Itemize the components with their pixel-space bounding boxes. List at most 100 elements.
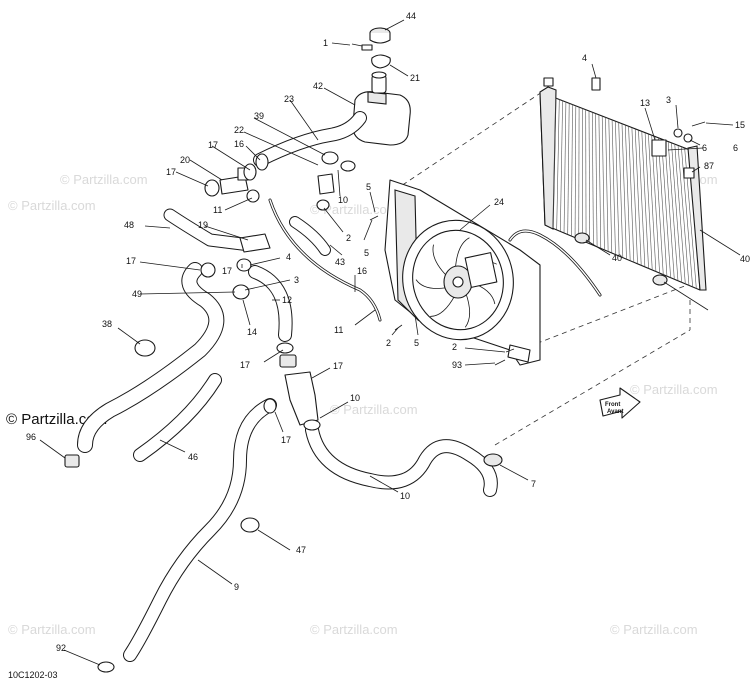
callout: 15 [735, 120, 745, 130]
callout: 49 [132, 289, 142, 299]
radiator-fin [595, 113, 598, 247]
radiator-fin [631, 127, 638, 264]
radiator-fin [598, 114, 602, 249]
callout: 3 [666, 95, 671, 105]
fan-shroud [384, 179, 541, 366]
front-label: Front [605, 402, 620, 408]
fittings [64, 43, 706, 673]
callout: 87 [704, 161, 714, 171]
radiator-fin [552, 97, 557, 229]
radiator-fin [563, 101, 567, 233]
radiator-fin [567, 103, 570, 235]
radiator-fin [628, 126, 635, 263]
callout: 2 [346, 233, 351, 243]
callout: 16 [357, 266, 367, 276]
callout: 40 [740, 254, 750, 264]
callout: 11 [213, 205, 222, 215]
diagram-code: 10C1202-03 [8, 670, 58, 680]
radiator-fin [588, 110, 591, 244]
callout: 3 [294, 275, 299, 285]
watermark: © Partzilla.com [330, 402, 418, 417]
radiator-fin [608, 118, 613, 253]
radiator-fin [681, 147, 693, 287]
expansion-tank [352, 27, 411, 146]
callout: 39 [254, 111, 264, 121]
radiator-fin [648, 134, 657, 272]
callout: 17 [281, 435, 291, 445]
leader-lines [39, 19, 741, 666]
callout: 7 [531, 479, 536, 489]
radiator-fin [621, 123, 627, 260]
callout: 96 [26, 432, 36, 442]
callout: 6 [733, 143, 738, 153]
callout: 1 [323, 38, 328, 48]
callout: 40 [612, 253, 622, 263]
callout: 5 [414, 338, 419, 348]
radiator [539, 77, 707, 291]
callout: 46 [188, 452, 198, 462]
callout: 2 [386, 338, 391, 348]
callout: 5 [366, 182, 371, 192]
radiator-fin [601, 116, 605, 250]
callout: 16 [234, 139, 244, 149]
avant-label: Avant [607, 409, 623, 415]
radiator-fin [625, 125, 631, 261]
callout: 44 [406, 11, 416, 21]
radiator-fin [644, 133, 653, 270]
watermark: © Partzilla.com [310, 622, 398, 637]
brand-label: © Partzilla.com [6, 411, 107, 428]
callout: 13 [640, 98, 650, 108]
radiator-fin [661, 139, 671, 278]
callout: 2 [452, 342, 457, 352]
radiator-cap-top [543, 77, 554, 87]
watermark: © Partzilla.com [610, 622, 698, 637]
callout: 42 [313, 81, 323, 91]
callout: 20 [180, 155, 190, 165]
radiator-fin [638, 130, 646, 267]
radiator-fin [605, 117, 609, 252]
radiator-fin [667, 142, 679, 281]
callout: 4 [286, 252, 291, 262]
fan-blade [454, 237, 470, 270]
radiator-fin [671, 143, 682, 283]
callout: 21 [410, 73, 420, 83]
callout: 17 [208, 140, 218, 150]
callout: 17 [240, 360, 250, 370]
watermark: © Partzilla.com [310, 202, 398, 217]
callout: 92 [56, 643, 66, 653]
callout: 12 [282, 295, 292, 305]
watermark: © Partzilla.com [630, 382, 718, 397]
radiator-fin [611, 120, 616, 255]
callout-labels: 44 1 21 42 23 39 22 16 17 20 10 11 17 48… [26, 11, 750, 653]
fan-blade [430, 294, 456, 317]
callout: 38 [102, 319, 112, 329]
callout: 23 [284, 94, 294, 104]
radiator-fin [618, 122, 624, 258]
callout: 10 [350, 393, 360, 403]
callout: 17 [126, 256, 136, 266]
front-arrow: Front Avant [599, 387, 641, 419]
callout: 5 [364, 248, 369, 258]
fan-blade [415, 279, 448, 289]
radiator-fin [651, 135, 660, 273]
callout: 48 [124, 220, 134, 230]
radiator-fin [560, 100, 563, 232]
watermark: © Partzilla.com [60, 172, 148, 187]
callout: 93 [452, 360, 462, 370]
callout: 6 [702, 143, 707, 153]
radiator-fin [571, 104, 573, 236]
callout: 17 [166, 167, 176, 177]
fan-blade [432, 244, 448, 277]
callout: 9 [234, 582, 239, 592]
radiator-fin [677, 146, 690, 286]
callout: 47 [296, 545, 306, 555]
callout: 19 [198, 220, 208, 230]
callout: 43 [335, 257, 345, 267]
radiator-fin [634, 129, 642, 266]
radiator-fin [674, 144, 686, 284]
hoses [77, 111, 602, 662]
watermark: © Partzilla.com [8, 622, 96, 637]
callout: 14 [247, 327, 257, 337]
callout: 22 [234, 125, 244, 135]
